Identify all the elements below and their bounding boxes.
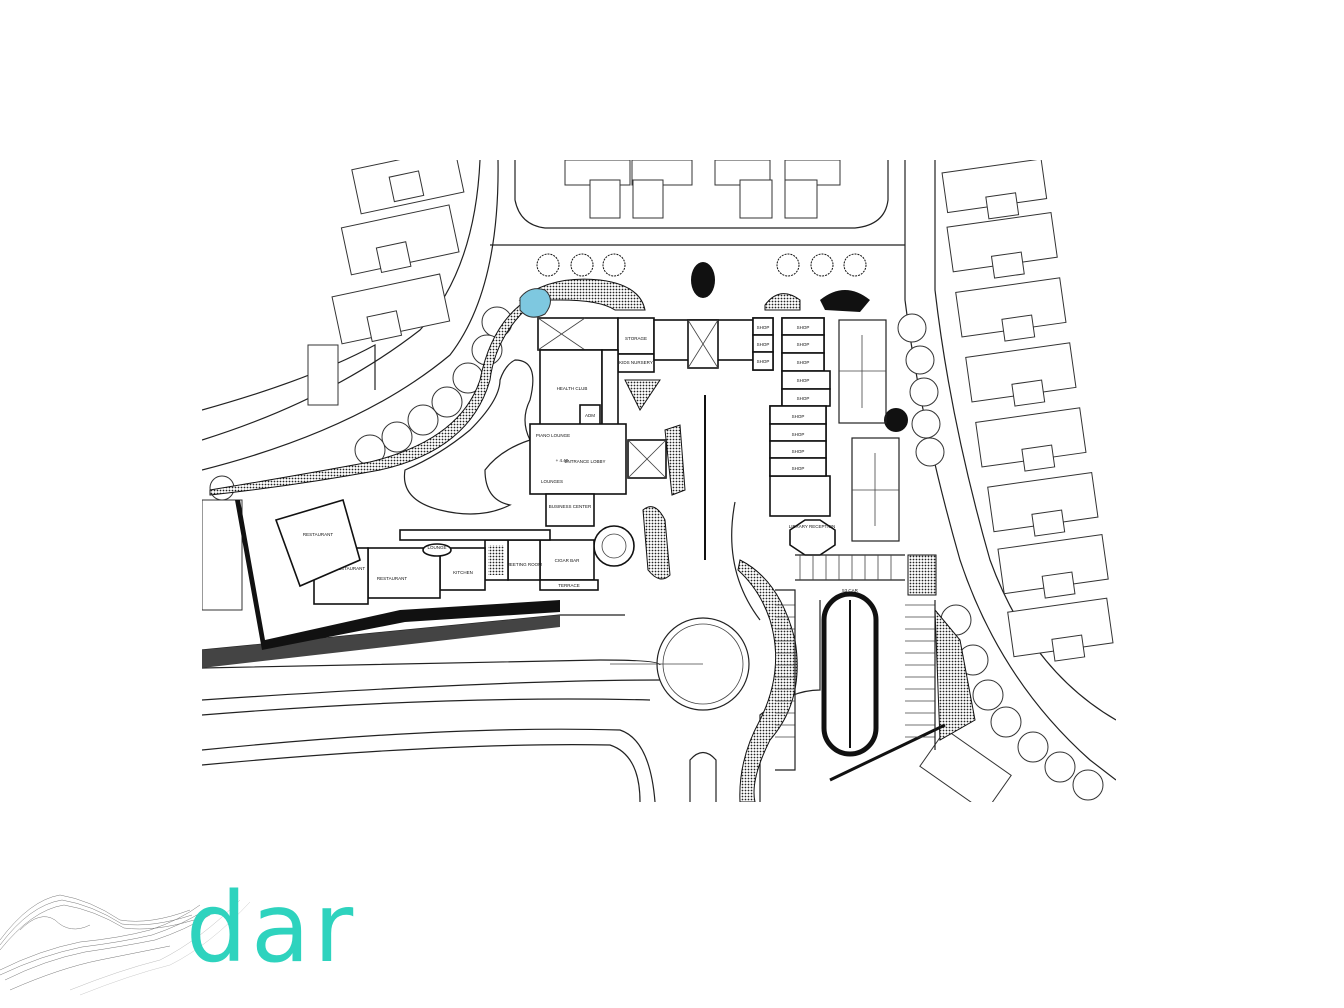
- tennis-courts: [838, 319, 900, 542]
- room-label-meeting-room: MEETING ROOM: [506, 562, 542, 567]
- room-label-restaurant-2: RESTAURANT: [335, 566, 365, 571]
- shop-label: SHOP: [797, 396, 810, 401]
- shop-label: SHOP: [797, 360, 810, 365]
- shop-label: SHOP: [792, 449, 805, 454]
- parking: 53 CAR: [775, 554, 936, 771]
- trees: [209, 253, 1104, 802]
- room-label-piano-lounge: PIANO LOUNGE: [536, 433, 570, 438]
- room-label-storage: STORAGE: [625, 336, 647, 341]
- room-label-entrance-lobby: ENTRANCE LOBBY: [564, 459, 605, 464]
- room-label-kitchen: KITCHEN: [453, 570, 473, 575]
- shop-label: SHOP: [797, 378, 810, 383]
- shop-label: SHOP: [792, 432, 805, 437]
- roundabout: [610, 617, 750, 711]
- room-label-kids-nursery: KIDS NURSERY: [619, 360, 653, 365]
- room-label-health-club: HEALTH CLUB: [557, 386, 588, 391]
- shop-label: SHOP: [757, 359, 770, 364]
- pool: [519, 288, 551, 318]
- shop-unit: [769, 457, 827, 477]
- room-label-adm: ADM: [585, 413, 595, 418]
- room-label-cigar-bar: CIGAR BAR: [555, 558, 581, 563]
- shop-label: SHOP: [792, 414, 805, 419]
- clubhouse: STORAGE KIDS NURSERY HEALTH CLUB ADM PIA…: [274, 317, 755, 605]
- shop-label: SHOP: [797, 325, 810, 330]
- level-mark: + 4.40: [556, 458, 569, 463]
- shop-label: SHOP: [797, 342, 810, 347]
- room-label-lounges: LOUNGES: [541, 479, 563, 484]
- shop-label: SHOP: [757, 325, 770, 330]
- dar-logo: dar: [186, 872, 358, 984]
- shop-label: SHOP: [792, 466, 805, 471]
- shop-label: SHOP: [757, 342, 770, 347]
- room-label-business-center: BUSINESS CENTER: [549, 504, 592, 509]
- room-label-library-reception: LIBRARY RECEPTION: [789, 524, 836, 529]
- room-label-lounge: LOUNGE: [427, 545, 446, 550]
- shops-block: LIBRARY RECEPTION SHOP SHOP SHOP SHOP SHOP SH…: [752, 317, 836, 556]
- parking-label: 53 CAR: [842, 588, 859, 593]
- houses: [202, 160, 1114, 802]
- room-label-restaurant-1: RESTAURANT: [303, 532, 333, 537]
- logo-wave-graphic: [0, 894, 251, 996]
- room-label-restaurant-3: RESTAURANT: [377, 576, 407, 581]
- shop-unit: [752, 351, 774, 371]
- room-label-terrace: TERRACE: [558, 583, 580, 588]
